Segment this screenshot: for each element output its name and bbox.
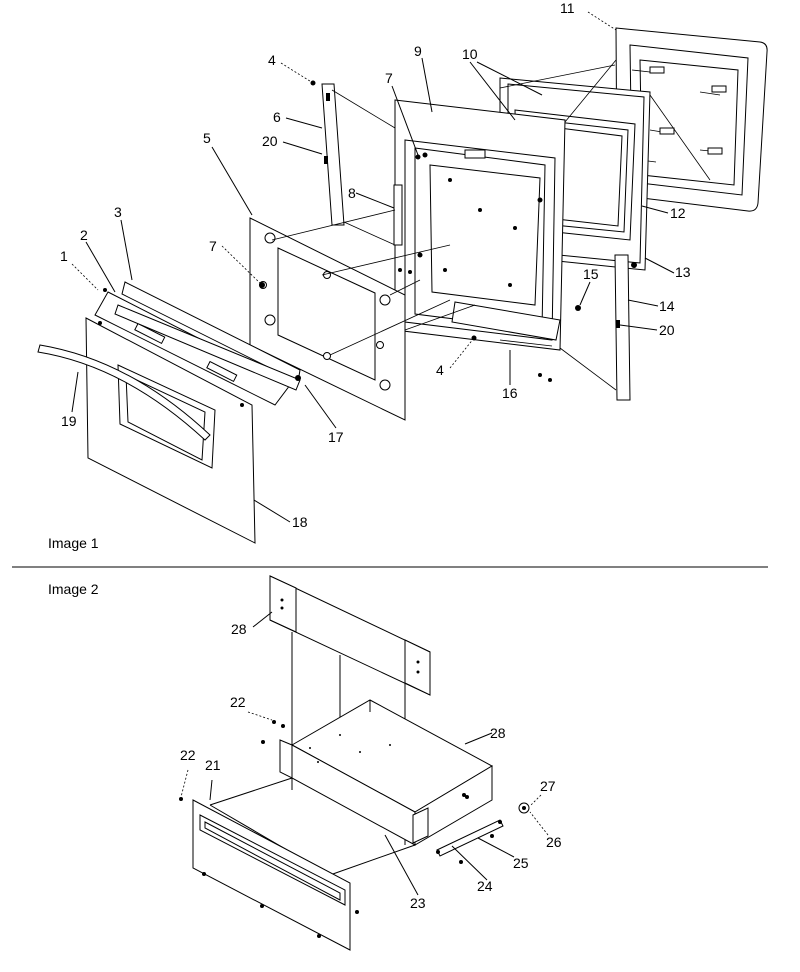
callout-25: 25: [513, 855, 529, 871]
part-19-handle: [37, 344, 211, 441]
part-14-side-trim-right: [614, 254, 631, 401]
callout-7: 7: [209, 238, 217, 254]
callout-5: 5: [203, 130, 211, 146]
callout-23: 23: [410, 895, 426, 911]
callout-3: 3: [114, 204, 122, 220]
panel-caption-image-1: Image 1: [48, 535, 99, 551]
callout-20: 20: [262, 133, 278, 149]
part-28-side-bracket: [279, 739, 429, 844]
part-16-bottom-vent: [451, 301, 561, 347]
callout-15: 15: [583, 266, 599, 282]
screws-image-2: [179, 720, 494, 864]
callout-4: 4: [268, 52, 276, 68]
part-28-back-panel: [269, 575, 431, 696]
part-21-drawer-front: [192, 799, 359, 951]
callout-28: 28: [490, 725, 506, 741]
callout-18: 18: [292, 514, 308, 530]
callout-12: 12: [670, 205, 686, 221]
callout-20: 20: [659, 322, 675, 338]
part-18-outer-door: [85, 317, 256, 544]
callout-4: 4: [436, 362, 444, 378]
callout-8: 8: [348, 185, 356, 201]
part-17-strip: [114, 304, 301, 391]
callout-10: 10: [462, 46, 478, 62]
callout-13: 13: [675, 264, 691, 280]
callout-1: 1: [60, 248, 68, 264]
part-6-side-trim-left: [321, 83, 345, 226]
explode-lines: [271, 59, 711, 391]
part-27-roller: [518, 802, 530, 814]
callouts-image-2: 28 22 22 21 28 27 26 25 24 23: [180, 621, 562, 911]
callout-24: 24: [477, 878, 493, 894]
panel-caption-image-2: Image 2: [48, 581, 99, 597]
callout-26: 26: [546, 834, 562, 850]
part-8-hinge: [393, 184, 403, 246]
callout-28: 28: [231, 621, 247, 637]
callout-16: 16: [502, 385, 518, 401]
callout-17: 17: [328, 429, 344, 445]
leaders-image-2: [180, 611, 549, 896]
part-23-drawer-box: [209, 632, 494, 876]
image-1-door-assembly: 1 2 3 4 5 6 20 7 9 10 11 8 7 12 13 15 14…: [37, 0, 768, 551]
callout-21: 21: [205, 757, 221, 773]
callout-11: 11: [560, 0, 575, 16]
callout-27: 27: [540, 778, 556, 794]
part-11-outer-frame: [615, 27, 768, 212]
callout-6: 6: [273, 109, 281, 125]
callout-9: 9: [414, 43, 422, 59]
callout-14: 14: [659, 298, 675, 314]
callouts-image-1: 1 2 3 4 5 6 20 7 9 10 11 8 7 12 13 15 14…: [60, 0, 691, 530]
image-2-drawer-assembly: 28 22 22 21 28 27 26 25 24 23 Image 2: [48, 575, 562, 951]
callout-22: 22: [230, 694, 246, 710]
callout-22: 22: [180, 747, 196, 763]
leaders-image-1: [71, 11, 675, 523]
callout-7: 7: [385, 70, 393, 86]
part-9-inner-liner: [394, 99, 566, 351]
callout-19: 19: [61, 413, 77, 429]
part-5-inner-panel: [249, 217, 406, 421]
callout-2: 2: [80, 227, 88, 243]
